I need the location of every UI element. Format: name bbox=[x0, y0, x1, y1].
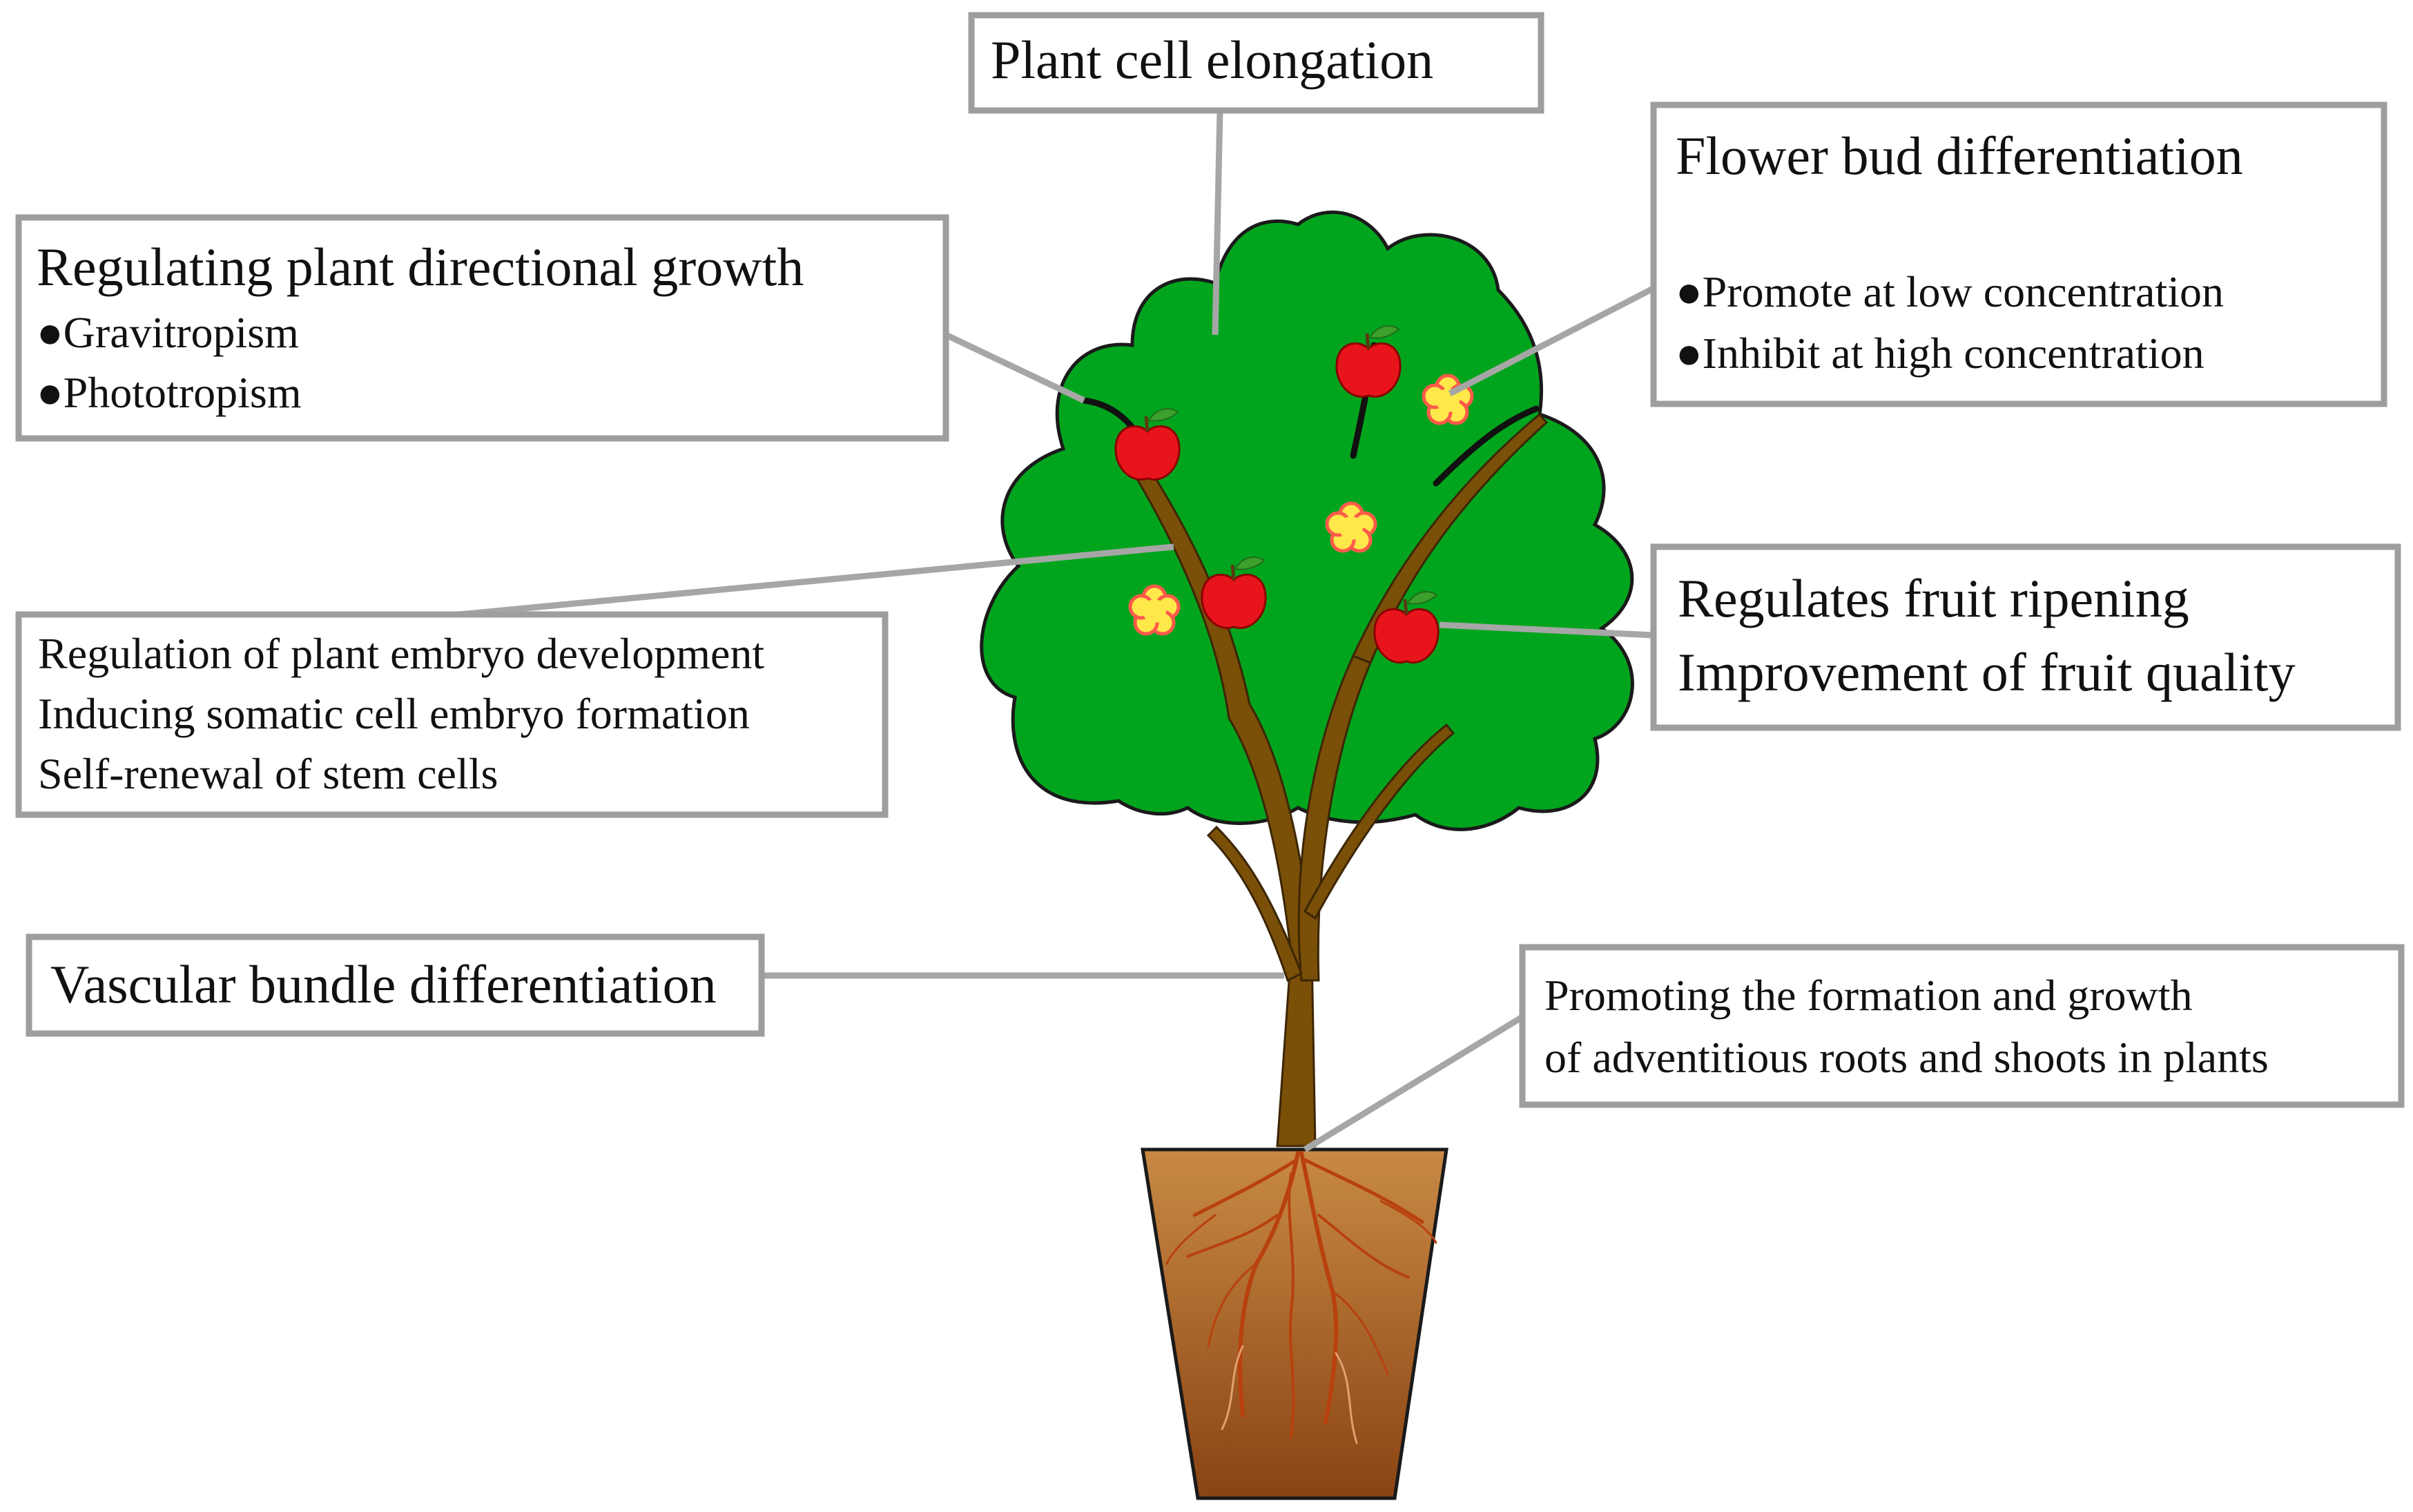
directional-point: ●Phototropism bbox=[37, 368, 302, 417]
plant-illustration bbox=[980, 210, 1634, 1500]
flower-bud-point: ●Inhibit at high concentration bbox=[1676, 329, 2204, 378]
embryo-line: Self-renewal of stem cells bbox=[38, 749, 498, 798]
label-flower-bud-differentiation: Flower bud differentiation ●Promote at l… bbox=[1650, 101, 2387, 407]
fruit-line: Regulates fruit ripening bbox=[1678, 568, 2189, 628]
directional-title: Regulating plant directional growth bbox=[37, 237, 804, 297]
tree-canopy bbox=[980, 210, 1634, 831]
label-adventitious-roots: Promoting the formation and growth of ad… bbox=[1519, 944, 2405, 1108]
embryo-line: Inducing somatic cell embryo formation bbox=[38, 689, 750, 738]
roots-line: Promoting the formation and growth bbox=[1544, 971, 2193, 1020]
directional-point: ●Gravitropism bbox=[37, 308, 299, 357]
label-fruit-ripening: Regulates fruit ripening Improvement of … bbox=[1650, 543, 2401, 731]
embryo-line: Regulation of plant embryo development bbox=[38, 629, 764, 678]
flower-bud-point: ●Promote at low concentration bbox=[1676, 267, 2224, 316]
elongation-label: Plant cell elongation bbox=[991, 30, 1433, 90]
fruit-line: Improvement of fruit quality bbox=[1678, 642, 2296, 702]
connector-lines bbox=[458, 110, 1659, 1152]
flower-bud-title: Flower bud differentiation bbox=[1676, 126, 2243, 186]
label-directional-growth: Regulating plant directional growth ●Gra… bbox=[15, 214, 949, 442]
vascular-label: Vascular bundle differentiation bbox=[50, 954, 717, 1014]
label-embryo-development: Regulation of plant embryo development I… bbox=[15, 611, 889, 818]
label-vascular-bundle: Vascular bundle differentiation bbox=[26, 933, 765, 1037]
label-plant-cell-elongation: Plant cell elongation bbox=[968, 12, 1544, 114]
flower-pot bbox=[1141, 1147, 1448, 1500]
roots-line: of adventitious roots and shoots in plan… bbox=[1544, 1033, 2269, 1082]
plant-roots bbox=[1165, 1151, 1437, 1444]
